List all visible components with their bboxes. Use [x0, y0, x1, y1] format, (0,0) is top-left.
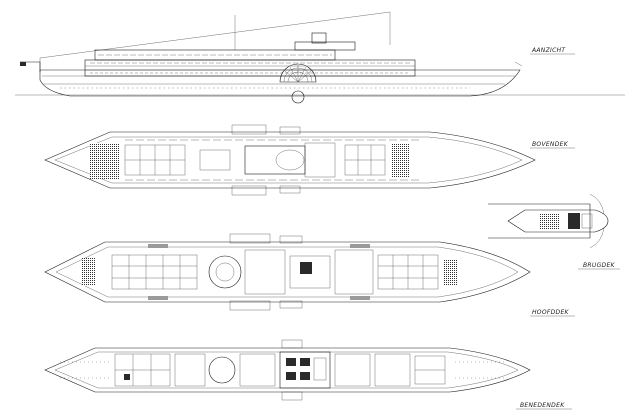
label-brugdek: BRUGDEK [583, 262, 616, 269]
paddle-box-main-port [229, 233, 271, 244]
hull-profile [39, 69, 521, 97]
bridge-deck-frame [488, 203, 591, 239]
paddle-box-main-starboard [229, 300, 271, 311]
paddle-box-starboard [231, 185, 267, 196]
hatched-area-bow [90, 143, 120, 179]
bridge-deck-outline [507, 209, 609, 233]
lower-deck-outline [44, 347, 531, 393]
engine-room-lower [279, 351, 331, 389]
label-bovendek: BOVENDEK [532, 141, 569, 148]
label-benedendek: BENEDENDEK [520, 402, 565, 409]
windows-row [90, 62, 410, 74]
table-arrangement [124, 144, 386, 176]
frame-markers [60, 361, 505, 379]
paddle-box-port [231, 124, 267, 135]
forestay-rigging [39, 11, 391, 59]
label-aanzicht: AANZICHT [531, 47, 566, 54]
bridge-house [294, 41, 356, 51]
label-hoofddek: HOOFDDEK [532, 309, 570, 316]
cabins-fore [114, 353, 171, 387]
engine-room-rotunda [208, 255, 242, 289]
engine-space [289, 255, 331, 289]
main-deck-outline [44, 241, 531, 303]
bridge-deck-plan: BRUGDEK [488, 193, 620, 270]
paddle-wheel-box [279, 63, 317, 104]
lower-deck-plan: BENEDENDEK [44, 339, 572, 410]
upper-deck-superstructure [94, 49, 336, 61]
upper-deck-plan: BOVENDEK [44, 124, 575, 196]
seating-aft [377, 254, 439, 290]
lower-rotunda [208, 356, 236, 384]
main-deck-superstructure [84, 59, 416, 77]
side-elevation-view: AANZICHT [15, 11, 625, 104]
main-deck-plan: HOOFDDEK [44, 233, 575, 317]
central-casing [244, 145, 306, 175]
upper-deck-outline [44, 131, 536, 189]
seating-fore [111, 254, 198, 290]
funnel [311, 32, 327, 44]
hatched-area-bow-main [82, 258, 96, 286]
